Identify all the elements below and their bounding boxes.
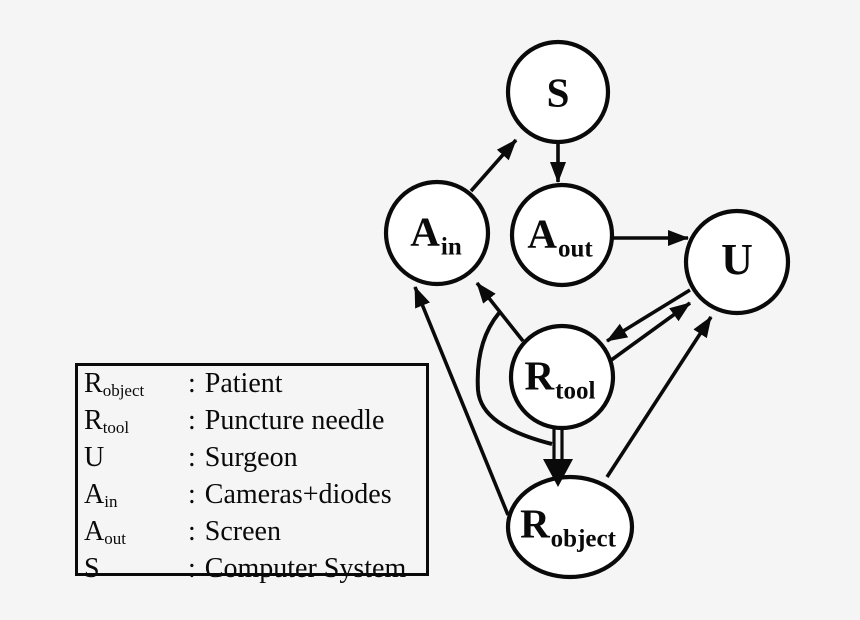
legend-row-a-out: Aout : Screen <box>84 515 426 552</box>
edge-r-object-to-a-in <box>413 286 510 516</box>
legend-symbol-sub: in <box>104 492 118 511</box>
legend-symbol: Ain <box>84 478 188 515</box>
legend-symbol-main: A <box>84 479 105 510</box>
node-a-out-circle <box>509 182 615 288</box>
edge-u-to-r-tool <box>606 288 691 343</box>
node-label-a-in: Ain <box>410 208 461 260</box>
edge-r-tool-to-u <box>608 301 692 363</box>
node-r-tool-sub: tool <box>555 377 596 405</box>
edge-r-tool-to-a-in <box>475 281 525 343</box>
legend-description-text: Surgeon <box>204 442 298 473</box>
node-label-s: S <box>546 69 570 116</box>
node-label-a-out: Aout <box>527 210 592 262</box>
legend-row-u: U : Surgeon <box>84 441 426 478</box>
node-label-r-tool: Rtool <box>524 352 596 404</box>
legend-colon: : <box>188 368 196 399</box>
legend-symbol-main: R <box>84 368 103 399</box>
legend-symbol: Robject <box>84 367 188 404</box>
legend-description: : Screen <box>188 515 426 549</box>
legend-row-r-object: Robject : Patient <box>84 367 426 404</box>
legend-description: : Cameras+diodes <box>188 478 426 512</box>
legend-description-text: Computer System <box>204 553 407 584</box>
node-a-in-circle <box>383 179 491 287</box>
legend-colon: : <box>188 405 196 436</box>
legend-description: : Surgeon <box>188 441 426 475</box>
node-u-circle <box>683 208 791 316</box>
node-r-tool-main: R <box>524 352 555 399</box>
legend-symbol: Aout <box>84 515 188 552</box>
legend-symbol-main: R <box>84 405 103 436</box>
node-r-object-sub: object <box>550 525 616 553</box>
legend-description: : Patient <box>188 367 426 401</box>
legend-colon: : <box>188 553 196 584</box>
legend-colon: : <box>188 516 196 547</box>
node-u-text: U <box>721 235 753 284</box>
edge-a-in-to-s <box>469 138 518 193</box>
legend-colon: : <box>188 442 196 473</box>
legend-symbol-sub: out <box>104 529 126 548</box>
legend-description-text: Patient <box>204 368 283 399</box>
node-r-object-ellipse <box>505 474 635 580</box>
edge-interaction-to-a-in-curve <box>475 311 553 446</box>
legend-symbol-sub: tool <box>102 418 130 437</box>
node-a-in-sub: in <box>440 233 462 261</box>
legend-symbol: S <box>84 552 188 589</box>
legend-symbol-main: A <box>84 516 105 547</box>
node-s-text: S <box>546 69 570 116</box>
double-arrow-head <box>543 459 573 487</box>
legend-colon: : <box>188 479 196 510</box>
legend-description-text: Screen <box>204 516 281 547</box>
legend-symbol-main: S <box>84 553 100 584</box>
edge-r-object-to-u <box>605 316 713 478</box>
legend-symbol-main: U <box>84 442 105 473</box>
node-label-r-object: Robject <box>520 500 616 552</box>
legend-symbol-sub: object <box>102 381 145 400</box>
node-a-out-sub: out <box>557 235 593 263</box>
legend-row-r-tool: Rtool : Puncture needle <box>84 404 426 441</box>
legend-description-text: Cameras+diodes <box>204 479 392 510</box>
legend-symbol: U <box>84 441 188 478</box>
legend-description-text: Puncture needle <box>204 405 385 436</box>
node-a-out-main: A <box>527 210 557 257</box>
legend-symbol: Rtool <box>84 404 188 441</box>
legend-box: Robject :Patient Rtool :Puncture needle … <box>75 363 429 584</box>
legend-row-a-in: Ain : Cameras+diodes <box>84 478 426 515</box>
node-label-u: U <box>721 238 753 282</box>
node-r-object-main: R <box>520 500 550 547</box>
legend-description: : Computer System <box>188 552 426 586</box>
legend-row-s: S : Computer System <box>84 552 426 589</box>
legend-description: : Puncture needle <box>188 404 426 438</box>
node-a-in-main: A <box>410 208 440 255</box>
